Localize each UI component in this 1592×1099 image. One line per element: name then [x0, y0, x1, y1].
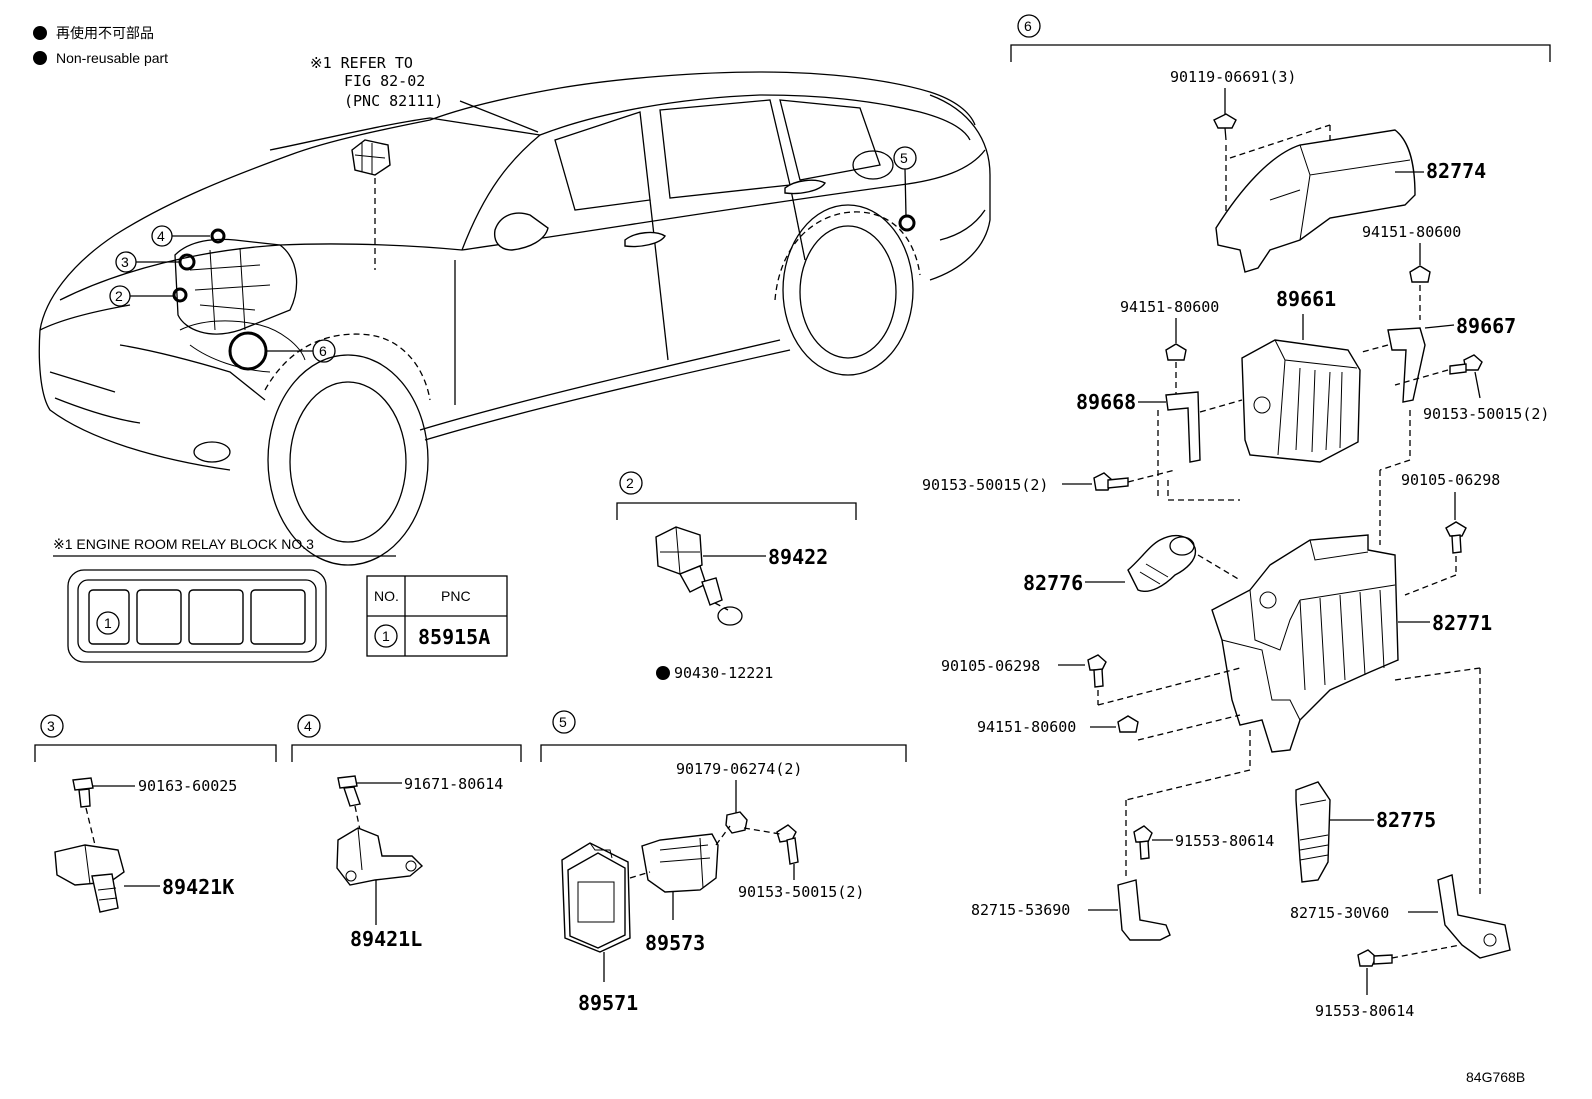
legend-jp: 再使用不可部品 [56, 25, 154, 41]
part-89421K: 89421K [162, 875, 234, 899]
car-callouts: 4 3 2 6 5 [109, 146, 917, 371]
part-82775: 82775 [1376, 808, 1436, 832]
table-row-no: 1 [382, 628, 390, 644]
relay-block-title: ※1 ENGINE ROOM RELAY BLOCK NO.3 [53, 536, 314, 552]
group-4: 4 91671-80614 89421L [291, 714, 522, 951]
callout-5: 5 [900, 150, 908, 166]
part-90105-06298-c: 90105-06298 [1401, 471, 1500, 489]
part-91553-80614-e: 91553-80614 [1175, 832, 1274, 850]
part-89571: 89571 [578, 991, 638, 1015]
part-90153-50015: 90153-50015(2) [738, 883, 864, 901]
table-row-pnc: 85915A [418, 625, 490, 649]
non-reusable-marker-icon [656, 666, 670, 680]
part-82771: 82771 [1432, 611, 1492, 635]
part-90430-12221: 90430-12221 [674, 664, 773, 682]
part-91671-80614: 91671-80614 [404, 775, 503, 793]
part-89667: 89667 [1456, 314, 1516, 338]
part-82715-53690: 82715-53690 [971, 901, 1070, 919]
group-6-marker: 6 [1024, 18, 1032, 34]
legend-en: Non-reusable part [56, 50, 168, 66]
callout-6: 6 [319, 343, 327, 359]
group-3-marker: 3 [47, 718, 55, 734]
part-82715-30V60: 82715-30V60 [1290, 904, 1389, 922]
car-illustration [38, 71, 991, 566]
part-90179-06274: 90179-06274(2) [676, 760, 802, 778]
table-header-pnc: PNC [441, 588, 471, 604]
callout-2: 2 [115, 288, 123, 304]
part-89421L: 89421L [350, 927, 422, 951]
part-89661: 89661 [1276, 287, 1336, 311]
part-90153-50015-l: 90153-50015(2) [922, 476, 1048, 494]
part-94151-80600-b: 94151-80600 [1120, 298, 1219, 316]
group-6: 6 90119-06691(3) 82774 94151-80600 94151… [922, 14, 1551, 1020]
relay-slot-1: 1 [104, 615, 112, 631]
part-94151-80600-c: 94151-80600 [977, 718, 1076, 736]
part-90163-60025: 90163-60025 [138, 777, 237, 795]
group-5: 5 90179-06274(2) 90153-50015(2) 89573 89… [540, 710, 907, 1015]
legend: 再使用不可部品 Non-reusable part [33, 25, 168, 66]
part-89668: 89668 [1076, 390, 1136, 414]
part-89422: 89422 [768, 545, 828, 569]
group-2-marker: 2 [626, 475, 634, 491]
non-reusable-marker-icon [33, 51, 47, 65]
figure-code: 84G768B [1466, 1069, 1525, 1085]
part-91553-80614-f: 91553-80614 [1315, 1002, 1414, 1020]
group-3: 3 90163-60025 89421K [34, 714, 277, 913]
group-5-marker: 5 [559, 714, 567, 730]
relay-table: NO. PNC 1 85915A [366, 575, 508, 657]
non-reusable-marker-icon [33, 26, 47, 40]
part-89573: 89573 [645, 931, 705, 955]
group-4-marker: 4 [304, 718, 312, 734]
refer-line-2: FIG 82-02 [344, 72, 425, 90]
callout-4: 4 [157, 228, 165, 244]
callout-3: 3 [121, 254, 129, 270]
part-94151-80600-a: 94151-80600 [1362, 223, 1461, 241]
refer-note: ※1 REFER TO FIG 82-02 (PNC 82111) [310, 54, 539, 133]
refer-line-3: (PNC 82111) [344, 92, 443, 110]
part-82774: 82774 [1426, 159, 1486, 183]
table-header-no: NO. [374, 588, 399, 604]
refer-line-1: ※1 REFER TO [310, 54, 413, 72]
part-90153-50015-r: 90153-50015(2) [1423, 405, 1549, 423]
part-82776: 82776 [1023, 571, 1083, 595]
part-90119-06691: 90119-06691(3) [1170, 68, 1296, 86]
relay-block-section: ※1 ENGINE ROOM RELAY BLOCK NO.3 1 NO. PN… [53, 536, 508, 663]
part-90105-06298-d: 90105-06298 [941, 657, 1040, 675]
group-2: 2 89422 90430-12221 [616, 471, 857, 682]
